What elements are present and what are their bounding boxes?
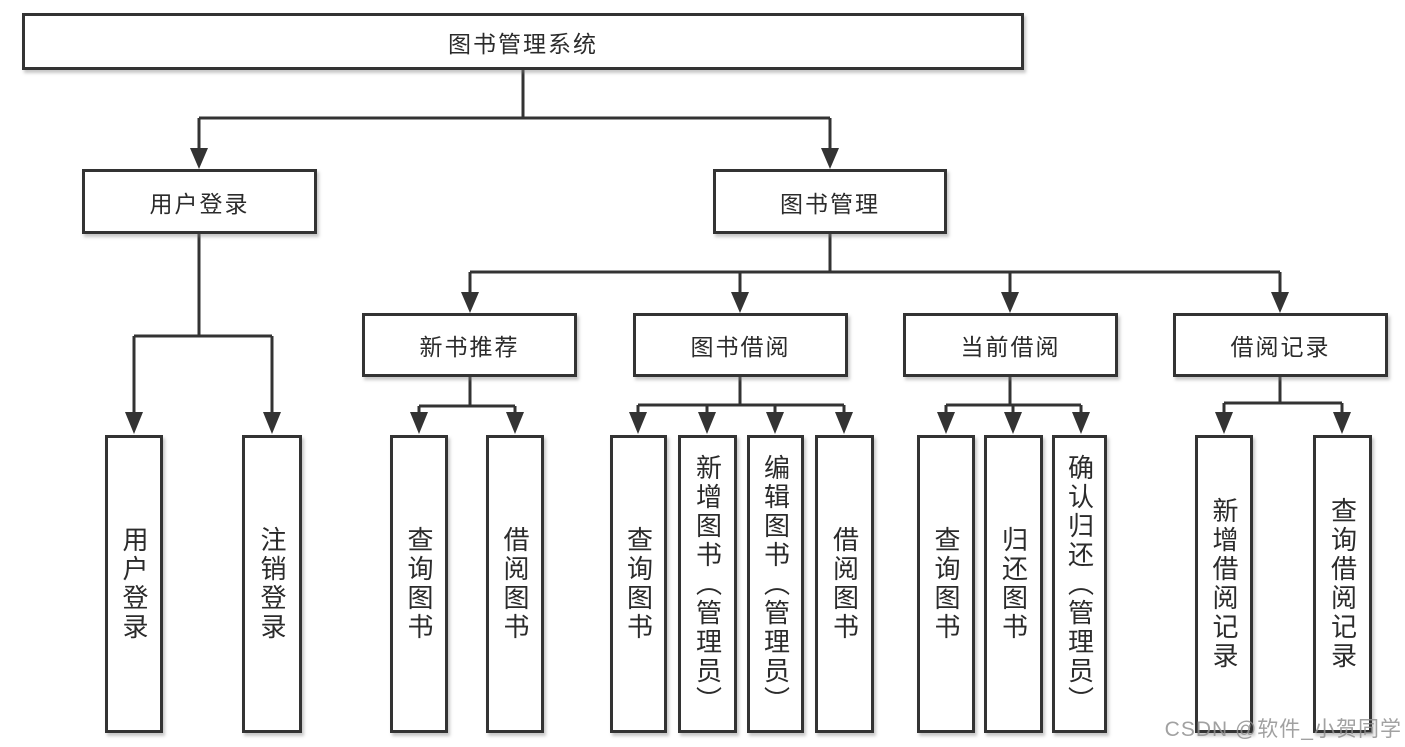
leaf-borrow-add-books: 新增图书（管理员） <box>678 435 737 733</box>
leaf-newbook-borrow-books: 借阅图书 <box>486 435 544 733</box>
node-book-management: 图书管理 <box>713 169 947 234</box>
leaf-current-query-books: 查询图书 <box>917 435 975 733</box>
leaf-records-add-record: 新增借阅记录 <box>1195 435 1253 733</box>
leaf-user-login: 用户登录 <box>105 435 163 733</box>
leaf-borrow-query-books: 查询图书 <box>610 435 667 733</box>
node-current-borrow: 当前借阅 <box>903 313 1118 377</box>
leaf-borrow-edit-books: 编辑图书（管理员） <box>747 435 804 733</box>
node-book-borrow: 图书借阅 <box>633 313 848 377</box>
node-root: 图书管理系统 <box>22 13 1024 70</box>
leaf-current-return-books: 归还图书 <box>984 435 1043 733</box>
leaf-newbook-query-books: 查询图书 <box>390 435 448 733</box>
csdn-watermark: CSDN @软件_小贺同学 <box>1164 718 1402 741</box>
node-user-login: 用户登录 <box>82 169 317 234</box>
leaf-borrow-borrow-books: 借阅图书 <box>815 435 874 733</box>
leaf-records-query-record: 查询借阅记录 <box>1313 435 1372 733</box>
node-borrow-records: 借阅记录 <box>1173 313 1388 377</box>
node-new-book-recommend: 新书推荐 <box>362 313 577 377</box>
leaf-current-confirm-return: 确认归还（管理员） <box>1052 435 1107 733</box>
leaf-logout: 注销登录 <box>242 435 302 733</box>
